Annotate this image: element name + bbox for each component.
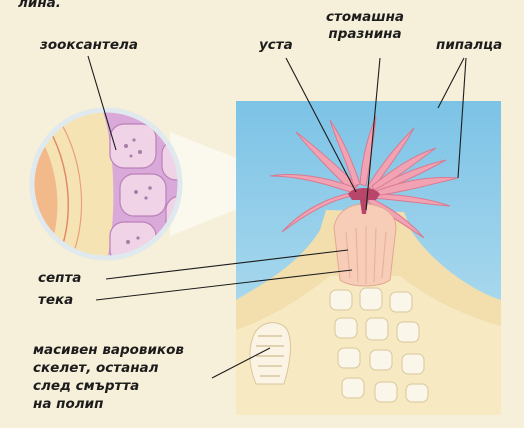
label-mouth: уста: [259, 37, 293, 54]
label-septa: септа: [38, 270, 81, 287]
label-skeleton: масивен варовиков скелет, останал след с…: [33, 341, 184, 413]
label-zooxanthella: зооксантела: [40, 37, 138, 54]
label-gastric-cavity: стомашна празнина: [326, 9, 404, 43]
label-theca: тека: [38, 292, 73, 309]
polyp-body: [334, 204, 396, 286]
cut-off-text: лина.: [18, 0, 61, 12]
polyp-scene: [236, 101, 501, 415]
dead-polyp-skeleton: [250, 323, 291, 384]
label-tentacles: пипалца: [436, 37, 502, 54]
